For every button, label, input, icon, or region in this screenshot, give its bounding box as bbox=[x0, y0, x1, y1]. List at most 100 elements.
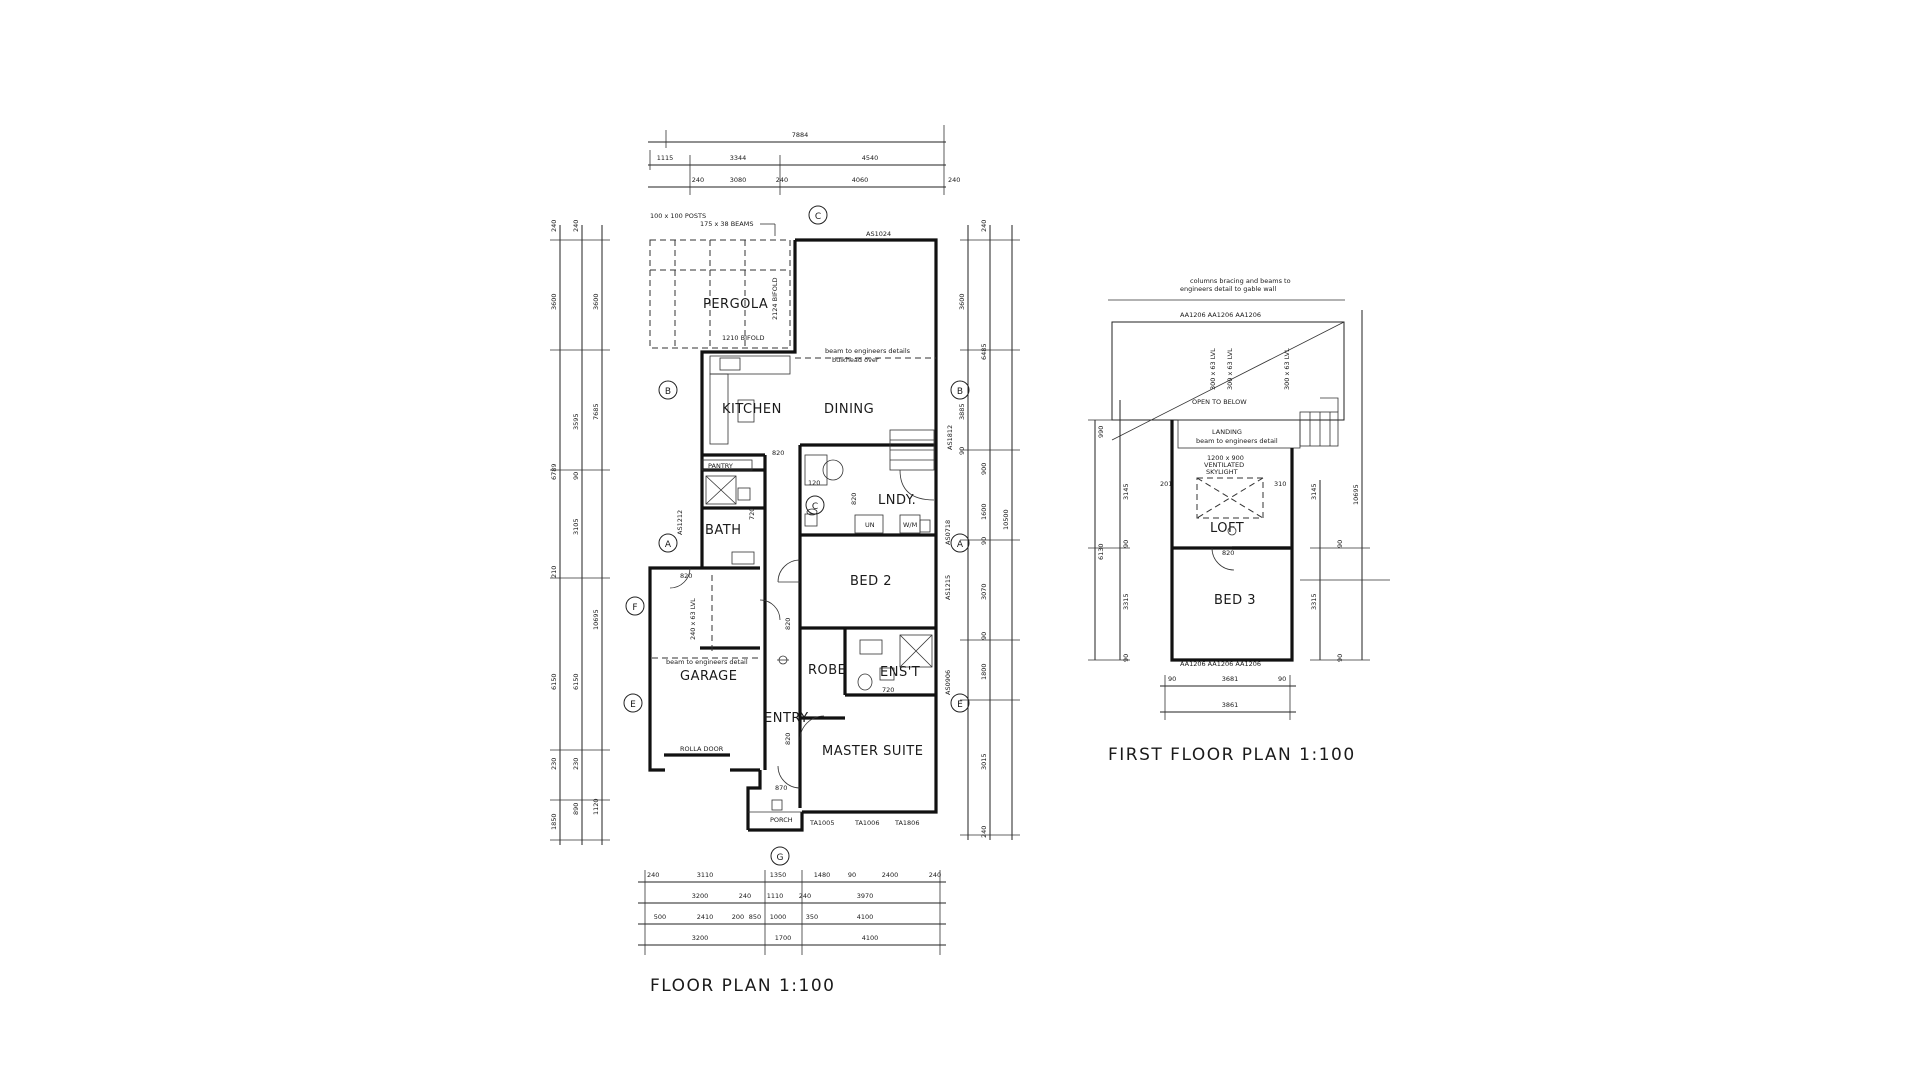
dim-right-13: 240 bbox=[980, 826, 988, 838]
dim-first-right-4: 90 bbox=[1336, 654, 1344, 662]
marker-c-mid: C bbox=[812, 502, 818, 512]
dim-bot-r1-f: 2400 bbox=[882, 871, 899, 879]
dim-first-left-5: 3315 bbox=[1122, 593, 1130, 610]
dim-first-left-6: 90 bbox=[1122, 654, 1130, 662]
dim-left-12: 1850 bbox=[550, 813, 558, 830]
dim-first-bot-4: 3861 bbox=[1222, 701, 1239, 709]
note-bulkhead: bulkhead over bbox=[832, 356, 879, 364]
room-master: MASTER SUITE bbox=[822, 744, 923, 759]
marker-g: G bbox=[777, 853, 784, 863]
dim-bot-r1-b: 3110 bbox=[697, 871, 714, 879]
marker-c-top: C bbox=[815, 212, 821, 222]
dim-first-misc-2: 310 bbox=[1274, 480, 1286, 488]
pantry-bath: PANTRY BATH 820 720 bbox=[701, 449, 784, 565]
stair bbox=[889, 429, 935, 501]
note-lvl2: 300 x 63 LVL bbox=[1226, 348, 1234, 390]
room-bed2: BED 2 bbox=[850, 574, 892, 589]
first-floor-plan: columns bracing and beams to engineers d… bbox=[1088, 277, 1390, 765]
door-size-7: 720 bbox=[882, 686, 894, 694]
dim-top-e: 3080 bbox=[730, 176, 747, 184]
dim-bot-r2-a: 3200 bbox=[692, 892, 709, 900]
note-columns: columns bracing and beams to bbox=[1190, 277, 1291, 285]
dim-left-in-1: 3600 bbox=[592, 293, 600, 310]
window-first-top: AA1206 AA1206 AA1206 bbox=[1180, 311, 1261, 319]
window-right-bed2: AS1215 bbox=[944, 575, 952, 600]
dim-left-in-4: 230 bbox=[572, 758, 580, 770]
window-left-a: AS1212 bbox=[676, 510, 684, 535]
door-size-9: 820 bbox=[784, 618, 792, 630]
master-wing: ROBE ENS'T 720 MASTER SUITE 820 bbox=[784, 634, 933, 759]
dim-right-9: 3070 bbox=[980, 583, 988, 600]
dim-left-10: 10695 bbox=[592, 609, 600, 630]
entry-porch: ENTRY 870 820 PORCH bbox=[748, 599, 809, 824]
dim-first-bot-2: 3681 bbox=[1222, 675, 1239, 683]
door-size-8: 120 bbox=[808, 479, 820, 487]
dim-bot-r2-e: 3970 bbox=[857, 892, 874, 900]
note-lvl-garage: 240 x 63 LVL bbox=[689, 598, 697, 640]
dim-right-6: 900 bbox=[980, 463, 988, 475]
window-labels: AS1024 AS1812 AS1212 AS0718 AS1215 AS090… bbox=[676, 230, 954, 827]
dim-right-4: 3885 bbox=[958, 403, 966, 420]
marker-b-right: B bbox=[957, 387, 963, 397]
dim-right-2: 3600 bbox=[958, 293, 966, 310]
dim-left-in-6: 1120 bbox=[592, 798, 600, 815]
garage: 240 x 63 LVL beam to engineers detail GA… bbox=[652, 567, 760, 757]
dim-bot-r4-a: 3200 bbox=[692, 934, 709, 942]
marker-b-left: B bbox=[665, 387, 671, 397]
pergola: 100 x 100 POSTS 175 x 38 BEAMS PERGOLA 2… bbox=[649, 212, 791, 349]
dim-left-4: 3595 bbox=[572, 413, 580, 430]
door-size-1: 820 bbox=[772, 449, 784, 457]
window-right-lndy: AS0718 bbox=[944, 520, 952, 545]
ground-floor-plan: 7884 1115 3344 4540 240 3080 240 4060 24… bbox=[550, 125, 1020, 996]
window-right-b: AS1812 bbox=[946, 425, 954, 450]
dim-top-c: 4540 bbox=[862, 154, 879, 162]
dim-bot-r3-c: 200 bbox=[732, 913, 744, 921]
dim-bot-r1-a: 240 bbox=[647, 871, 659, 879]
room-open-below: OPEN TO BELOW bbox=[1192, 398, 1247, 406]
first-plan-title: FIRST FLOOR PLAN 1:100 bbox=[1108, 745, 1356, 765]
dim-first-misc-1: 201 bbox=[1160, 480, 1172, 488]
dim-left-1: 240 bbox=[550, 220, 558, 232]
room-porch: PORCH bbox=[770, 816, 793, 824]
section-markers: C B B C A A F E E G bbox=[623, 205, 970, 866]
note-beam-eng-landing: beam to engineers detail bbox=[1196, 437, 1278, 445]
dim-top-g: 4060 bbox=[852, 176, 869, 184]
dim-left-6: 90 bbox=[572, 472, 580, 480]
top-dimensions: 7884 1115 3344 4540 240 3080 240 4060 24… bbox=[648, 125, 960, 195]
dim-left-11: 230 bbox=[550, 758, 558, 770]
dim-first-misc-3: 820 bbox=[1222, 549, 1234, 557]
room-loft: LOFT bbox=[1210, 521, 1244, 536]
window-top: AS1024 bbox=[866, 230, 891, 238]
dim-first-right-1: 3145 bbox=[1310, 483, 1318, 500]
window-bottom-c: TA1806 bbox=[894, 819, 919, 827]
note-bifold-a: 2124 BIFOLD bbox=[771, 278, 779, 320]
dim-first-left-1: 990 bbox=[1097, 426, 1105, 438]
dim-bot-r2-b: 240 bbox=[739, 892, 751, 900]
dim-left-8: 210 bbox=[550, 566, 558, 578]
dim-right-12: 3015 bbox=[980, 753, 988, 770]
window-bottom-a: TA1005 bbox=[809, 819, 834, 827]
room-pergola: PERGOLA bbox=[703, 297, 768, 312]
room-kitchen: KITCHEN bbox=[722, 402, 782, 417]
dim-bot-r1-c: 1350 bbox=[770, 871, 787, 879]
window-bottom-b: TA1006 bbox=[854, 819, 879, 827]
fixture-un: UN bbox=[865, 521, 875, 529]
note-lvl1: 300 x 63 LVL bbox=[1209, 348, 1217, 390]
dim-first-left-2: 3145 bbox=[1122, 483, 1130, 500]
left-dimensions: 240 3600 240 3595 6789 90 3105 210 6150 … bbox=[550, 220, 610, 845]
room-entry: ENTRY bbox=[764, 711, 809, 726]
fixture-wm: W/M bbox=[903, 521, 917, 529]
room-lndy: LNDY. bbox=[878, 493, 916, 508]
dim-right-3: 6485 bbox=[980, 343, 988, 360]
dim-top-a: 1115 bbox=[657, 154, 674, 162]
ground-walls bbox=[648, 238, 938, 832]
room-bed3: BED 3 bbox=[1214, 593, 1256, 608]
dim-left-in-3: 6150 bbox=[572, 673, 580, 690]
dim-top-total: 7884 bbox=[792, 131, 809, 139]
note-beams: 175 x 38 BEAMS bbox=[700, 220, 753, 228]
dim-bot-r3-e: 1000 bbox=[770, 913, 787, 921]
dim-right-total: 10500 bbox=[1002, 509, 1010, 530]
dim-bot-r3-a: 500 bbox=[654, 913, 666, 921]
dim-top-h: 240 bbox=[948, 176, 960, 184]
